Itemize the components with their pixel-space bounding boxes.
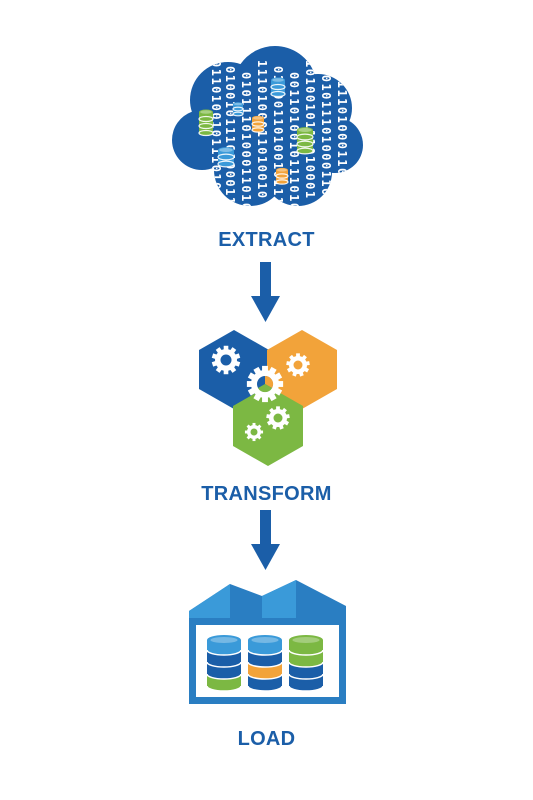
database-cylinder [247,635,283,692]
database-cylinder [270,77,286,98]
gear-icon [266,406,290,430]
database-cylinder [275,167,289,185]
hexagon-green [233,386,303,466]
binary-digits: 0100101110100011 [223,66,237,206]
step-label-transform: TRANSFORM [201,483,332,505]
gear-icon [246,365,284,403]
binary-digits: 0101110100011010 [239,72,253,212]
warehouse-database-icon [189,580,346,704]
database-cylinder [251,115,265,133]
gear-icon [286,353,310,377]
database-cylinder [232,102,244,117]
database-cylinder [288,635,324,692]
database-cylinder [296,127,314,155]
arrow-down-icon [251,262,280,322]
gear-icon [244,422,264,442]
gear-icon [211,345,241,375]
arrow-down-icon [251,510,280,570]
database-cylinder [198,109,214,137]
database-cylinder [206,635,242,692]
binary-digits: 0011010010111010 [287,72,301,212]
step-label-extract: EXTRACT [218,229,315,251]
binary-digits: 0111010001101001 [335,72,349,212]
database-cylinder [217,147,235,168]
step-label-load: LOAD [237,728,296,750]
binary-digits: 0010111010001101 [319,66,333,206]
gears-hexagon-icon [199,330,337,466]
